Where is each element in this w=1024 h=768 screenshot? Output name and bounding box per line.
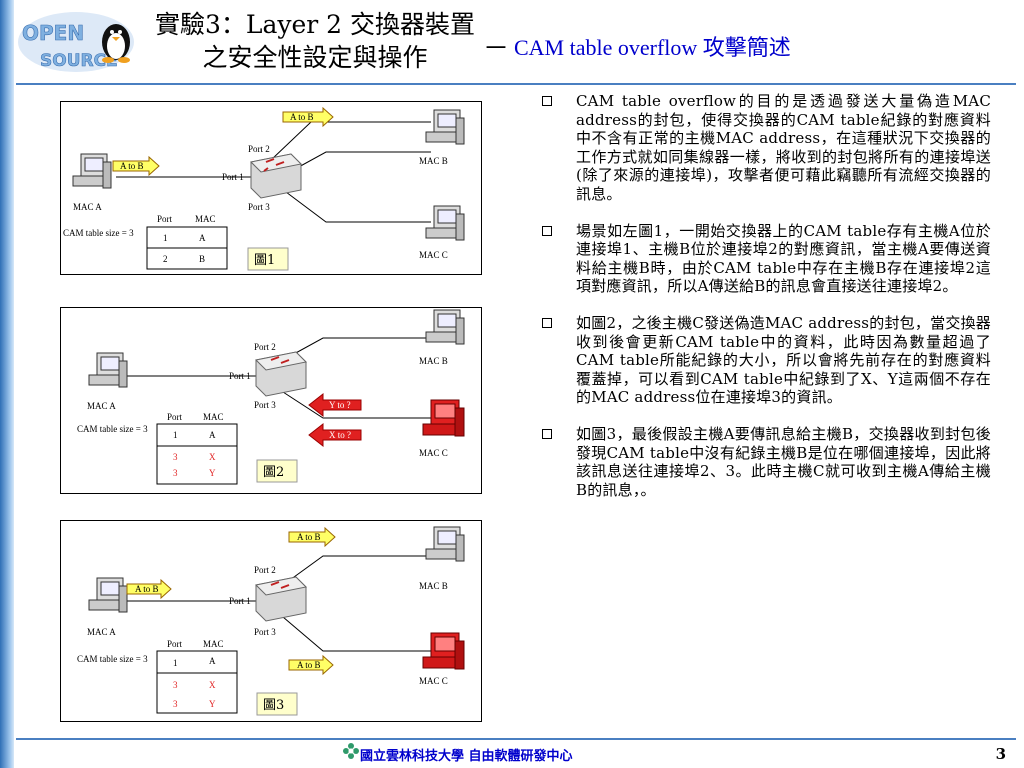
- svg-text:A: A: [199, 233, 206, 243]
- footer-divider: [16, 738, 1016, 740]
- svg-text:Port: Port: [157, 214, 173, 224]
- svg-text:MAC B: MAC B: [419, 156, 448, 166]
- switch-icon: [254, 576, 308, 622]
- svg-text:Port 2: Port 2: [248, 144, 270, 154]
- svg-text:CAM table size = 3: CAM table size = 3: [77, 654, 148, 664]
- pc-a-icon: [72, 153, 112, 189]
- svg-text:A to B: A to B: [297, 660, 321, 670]
- svg-text:MAC: MAC: [203, 412, 224, 422]
- svg-text:B: B: [199, 254, 205, 264]
- arrow-a-to-b-1: A to B: [282, 106, 334, 128]
- arrow-a-to-b-1: A to B: [288, 526, 336, 548]
- page-title-main: 實驗3：Layer 2 交換器裝置之安全性設定與操作: [154, 10, 476, 72]
- svg-text:Port 2: Port 2: [254, 565, 276, 575]
- svg-text:Port 2: Port 2: [254, 342, 276, 352]
- svg-text:2: 2: [163, 254, 168, 264]
- svg-text:Y: Y: [209, 699, 216, 709]
- switch-icon: [254, 351, 308, 397]
- pc-b-icon: [425, 309, 465, 345]
- pc-a-icon: [88, 577, 128, 613]
- cam-table: [156, 650, 238, 714]
- svg-text:3: 3: [173, 468, 178, 478]
- bullet-square-icon: [542, 428, 552, 439]
- penguin-icon: [102, 24, 130, 63]
- arrow-a-to-b-2: A to B: [126, 578, 172, 600]
- bullet-square-icon: [542, 225, 552, 236]
- svg-text:A to B: A to B: [135, 584, 159, 594]
- svg-text:1: 1: [173, 430, 178, 440]
- open-source-logo: OPEN SOURCE: [18, 12, 134, 72]
- svg-text:MAC C: MAC C: [419, 448, 448, 458]
- arrow-a-to-b-3: A to B: [288, 654, 334, 676]
- svg-text:MAC A: MAC A: [87, 401, 116, 411]
- pc-c-attacker-icon: [422, 632, 465, 670]
- pc-a-icon: [88, 352, 128, 388]
- svg-text:Port 1: Port 1: [222, 172, 244, 182]
- svg-text:Port 1: Port 1: [229, 596, 251, 606]
- svg-text:A: A: [209, 430, 216, 440]
- switch-icon: [249, 153, 303, 199]
- svg-text:1: 1: [163, 233, 168, 243]
- bullet-item: 如圖2，之後主機C發送偽造MAC address的封包，當交換器收到後會更新CA…: [536, 314, 991, 407]
- svg-text:X: X: [209, 680, 216, 690]
- svg-text:MAC: MAC: [203, 639, 224, 649]
- left-accent-bar: [0, 0, 14, 768]
- svg-text:A: A: [209, 656, 216, 666]
- svg-text:MAC: MAC: [195, 214, 216, 224]
- svg-text:MAC A: MAC A: [87, 627, 116, 637]
- page-number: 3: [995, 745, 1006, 763]
- bullet-item: 場景如左圖1，一開始交換器上的CAM table存有主機A位於連接埠1、主機B位…: [536, 222, 991, 296]
- cam-table: [156, 423, 238, 485]
- bullet-item: 如圖3，最後假設主機A要傳訊息給主機B，交換器收到封包後發現CAM table中…: [536, 425, 991, 499]
- pc-c-icon: [425, 205, 465, 241]
- figure-3: A to B A to B A to B Port 2 Port 1 Port …: [60, 520, 482, 722]
- svg-text:MAC A: MAC A: [73, 202, 102, 212]
- footer-organization: 國立雲林科技大學 自由軟體研發中心: [360, 749, 573, 764]
- figure-2: Y to ? X to ? Port 2 Port 1 Port 3 MAC A…: [60, 307, 482, 494]
- arrow-x-to-unknown: X to ?: [308, 422, 362, 448]
- svg-text:Port 3: Port 3: [248, 202, 270, 212]
- pc-b-icon: [425, 526, 465, 562]
- svg-text:3: 3: [173, 452, 178, 462]
- svg-text:Y to ?: Y to ?: [329, 400, 351, 410]
- svg-text:CAM table size = 3: CAM table size = 3: [63, 228, 134, 238]
- pc-b-icon: [425, 109, 465, 145]
- arrow-a-to-b-2: A to B: [112, 155, 160, 177]
- svg-text:Port 1: Port 1: [229, 371, 251, 381]
- arrow-y-to-unknown: Y to ?: [308, 392, 362, 418]
- svg-text:Port: Port: [167, 412, 183, 422]
- figure-1: A to B A to B Port 2 Port 1 Port 3 MAC A…: [60, 101, 482, 275]
- bullet-square-icon: [542, 96, 552, 106]
- svg-text:X to ?: X to ?: [329, 430, 351, 440]
- svg-text:A to B: A to B: [297, 532, 321, 542]
- title-dash: －: [483, 34, 510, 64]
- pc-c-attacker-icon: [422, 399, 465, 437]
- svg-text:圖1: 圖1: [254, 253, 275, 268]
- svg-text:1: 1: [173, 658, 178, 668]
- svg-text:MAC B: MAC B: [419, 581, 448, 591]
- svg-text:Port: Port: [167, 639, 183, 649]
- svg-text:3: 3: [173, 680, 178, 690]
- svg-text:圖2: 圖2: [263, 465, 284, 480]
- bullet-item: CAM table overflow的目的是透過發送大量偽造MAC addres…: [536, 92, 991, 204]
- bullet-list: CAM table overflow的目的是透過發送大量偽造MAC addres…: [536, 92, 991, 517]
- svg-text:MAC C: MAC C: [419, 250, 448, 260]
- svg-text:圖3: 圖3: [263, 698, 284, 713]
- flower-emblem-icon: [343, 743, 359, 759]
- svg-text:Port 3: Port 3: [254, 400, 276, 410]
- svg-text:OPEN: OPEN: [22, 21, 84, 45]
- svg-text:MAC C: MAC C: [419, 676, 448, 686]
- page-title-sub: CAM table overflow 攻擊簡述: [514, 35, 791, 60]
- svg-text:3: 3: [173, 699, 178, 709]
- svg-text:CAM table size = 3: CAM table size = 3: [77, 424, 148, 434]
- bullet-square-icon: [542, 317, 552, 328]
- svg-text:A to B: A to B: [290, 112, 314, 122]
- svg-text:MAC B: MAC B: [419, 356, 448, 366]
- header-divider: [16, 83, 1016, 85]
- svg-text:Y: Y: [209, 468, 216, 478]
- svg-text:SOURCE: SOURCE: [40, 51, 118, 71]
- svg-text:X: X: [209, 452, 216, 462]
- svg-text:A to B: A to B: [120, 161, 144, 171]
- svg-text:Port 3: Port 3: [254, 627, 276, 637]
